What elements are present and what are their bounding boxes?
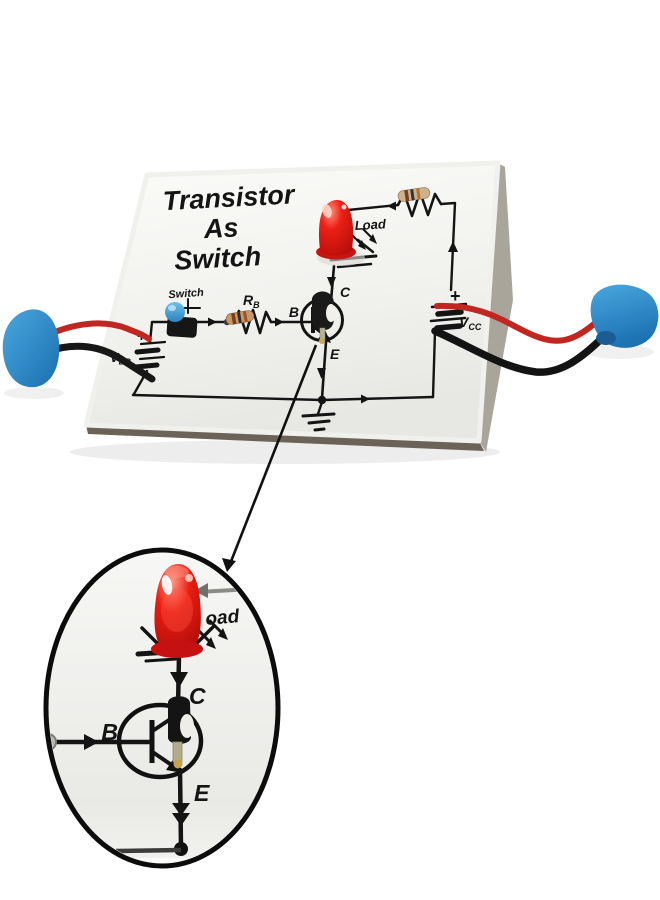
mag-load-label: oad [205, 606, 241, 630]
led-cathode-bar2 [336, 262, 373, 269]
right-cover-notch [596, 331, 616, 345]
board-title: Transistor As Switch [162, 179, 296, 276]
mag-node-b-label: B [101, 719, 118, 745]
node-b-label: B [289, 304, 299, 320]
ground-stem [316, 400, 324, 416]
current-arrow-icon [275, 317, 284, 327]
mag-arrow-icon [172, 813, 190, 826]
right-black-wire [431, 327, 603, 376]
led-highlight [322, 204, 332, 218]
current-arrow-icon [361, 394, 370, 404]
mag-arrow-icon [194, 583, 208, 598]
ground-rail [131, 369, 435, 402]
pointer-line [228, 344, 318, 565]
left-battery-cover [2, 309, 60, 388]
right-red-wire [434, 302, 597, 344]
mag-led-highlight [161, 575, 173, 595]
node-e-label: E [330, 346, 340, 362]
switch-button-highlight [168, 305, 176, 311]
load-label: Load [354, 216, 387, 233]
resistor-rb-component [225, 310, 255, 325]
mag-transistor-lead [172, 741, 183, 763]
mag-led-flange [151, 640, 203, 658]
mounted-components [2, 187, 659, 399]
blob-shadow [4, 387, 64, 399]
mag-node-c-label: C [189, 683, 206, 709]
board-side-edge [479, 163, 513, 452]
led-highlight-dot [341, 204, 347, 210]
vcc-plates-short [434, 309, 464, 331]
circuit-board: Transistor As Switch [2, 160, 659, 464]
wire-vcc-down [431, 329, 437, 399]
vcc-plus: + [450, 286, 461, 306]
blob-shadow [586, 345, 654, 359]
title-line-2: As [202, 212, 239, 244]
light-arrow-icon [358, 240, 366, 250]
transistor-lead-tip [319, 338, 325, 344]
title-line-1: Transistor [162, 179, 296, 216]
ground-symbol [301, 412, 336, 432]
vcc-label: VCC [459, 314, 482, 332]
left-red-wire [41, 320, 152, 342]
junction-dot [317, 395, 327, 405]
magnifier-view: oad C B [43, 547, 281, 869]
pointer-arrow-icon [222, 558, 236, 572]
transistor-glare [326, 304, 336, 322]
board-face [83, 160, 501, 444]
mag-transistor-lead-tip [173, 759, 183, 769]
rb-label: RB [243, 292, 260, 310]
mag-transistor-glare [180, 714, 194, 738]
node-c-label: C [340, 284, 351, 300]
current-arrow-icon [387, 201, 396, 211]
resistor-rb-symbol [231, 308, 273, 335]
mag-arrow-icon [84, 734, 99, 750]
mag-arrow-icon [172, 803, 190, 816]
magnifier-pointer [222, 344, 318, 572]
mag-arrow-icon [170, 672, 188, 688]
current-arrow-icon [327, 277, 336, 288]
mag-led-highlight-dot [185, 574, 193, 582]
switch-label: Switch [168, 287, 204, 301]
title-line-3: Switch [174, 241, 262, 276]
mag-led-top-sheen [165, 566, 189, 578]
light-arrow-icon [369, 234, 377, 244]
mag-junction-dot [174, 842, 188, 856]
vbb-plates-short [133, 347, 161, 370]
mag-led-sheen [161, 588, 193, 632]
mag-cathode-bar2 [144, 657, 178, 663]
switch-button [165, 302, 185, 322]
resistor-load-component [397, 187, 431, 202]
mag-bottom-band [49, 858, 275, 863]
current-arrow-icon [208, 317, 217, 327]
current-arrow-icon [317, 368, 326, 379]
wire-vbb-to-switch [148, 320, 174, 344]
left-black-wire [42, 342, 156, 383]
magnifier-content: oad C B [49, 564, 275, 863]
mag-ground-rail [115, 847, 182, 854]
current-arrow-icon [448, 241, 458, 252]
vbb-plates-long [138, 340, 167, 361]
mag-light-arrow-icon [218, 628, 228, 640]
mag-light-arrow-icon [206, 637, 216, 649]
mag-node-e-label: E [194, 780, 210, 806]
wire-resistor-to-vcc [439, 201, 457, 292]
